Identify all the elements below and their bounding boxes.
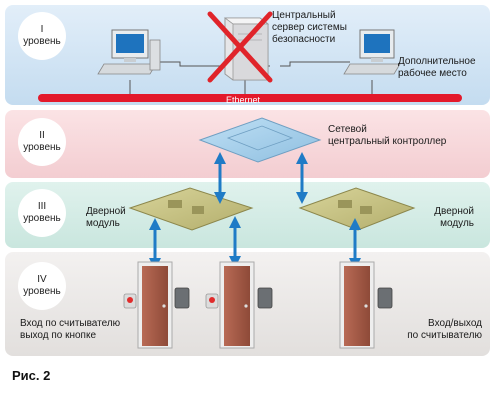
network-controller-icon: [198, 117, 322, 163]
level-1-word: уровень: [23, 36, 61, 47]
door-3-icon: [339, 261, 375, 349]
card-reader-3-icon: [377, 287, 393, 309]
level-4-number: IV: [37, 274, 47, 285]
extra-workstation-label: Дополнительное рабочее место: [398, 56, 476, 79]
level-1-number: I: [40, 24, 44, 35]
entry-right-label: Вход/выход по считывателю: [407, 318, 482, 341]
entry-left-label: Вход по считывателю выход по кнопке: [20, 318, 121, 341]
ethernet-bus: [38, 94, 462, 102]
door-module-right-icon: [298, 187, 416, 231]
figure-caption: Рис. 2: [12, 368, 51, 383]
workstation-right-icon: [343, 29, 401, 75]
exit-button-left-icon: [123, 293, 137, 309]
level-2-badge: II уровень: [18, 118, 66, 166]
level-3-number: III: [37, 201, 47, 212]
card-reader-2-icon: [257, 287, 273, 309]
central-server-label: Центральный сервер системы безопасности: [272, 10, 347, 45]
server-disabled-cross-icon: [207, 11, 273, 83]
level-2-word: уровень: [23, 142, 61, 153]
door-module-right-label: Дверной модуль: [434, 206, 474, 229]
workstation-left-icon: [97, 29, 161, 75]
level-3-badge: III уровень: [18, 189, 66, 237]
level-3-word: уровень: [23, 213, 61, 224]
door-1-icon: [137, 261, 173, 349]
level-2-number: II: [39, 130, 45, 141]
door-module-left-label: Дверной модуль: [86, 206, 126, 229]
level-1-badge: I уровень: [18, 12, 66, 60]
ethernet-label: Ethernet: [226, 95, 261, 105]
network-line-right-pc: [280, 61, 350, 67]
network-controller-label: Сетевой центральный контроллер: [328, 124, 447, 147]
door-2-icon: [219, 261, 255, 349]
level-4-badge: IV уровень: [18, 262, 66, 310]
exit-button-middle-icon: [205, 293, 219, 309]
level-4-word: уровень: [23, 286, 61, 297]
card-reader-1-icon: [174, 287, 190, 309]
